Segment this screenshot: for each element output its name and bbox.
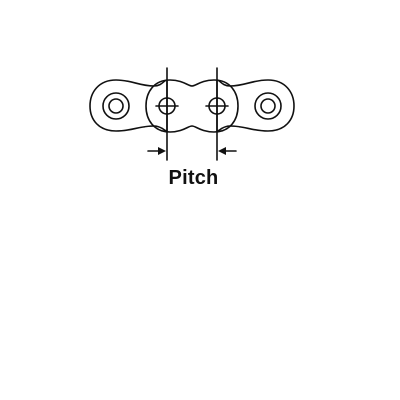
roller-inner-left: [108, 98, 124, 114]
pitch-label: Pitch: [168, 167, 219, 189]
roller-outer-left: [102, 92, 130, 120]
roller-inner-right: [260, 98, 276, 114]
pitch-arrow-right-head: [218, 147, 226, 155]
inner-link-plate: [145, 79, 239, 133]
pitch-arrow-left-head: [158, 147, 166, 155]
roller-outer-right: [254, 92, 282, 120]
